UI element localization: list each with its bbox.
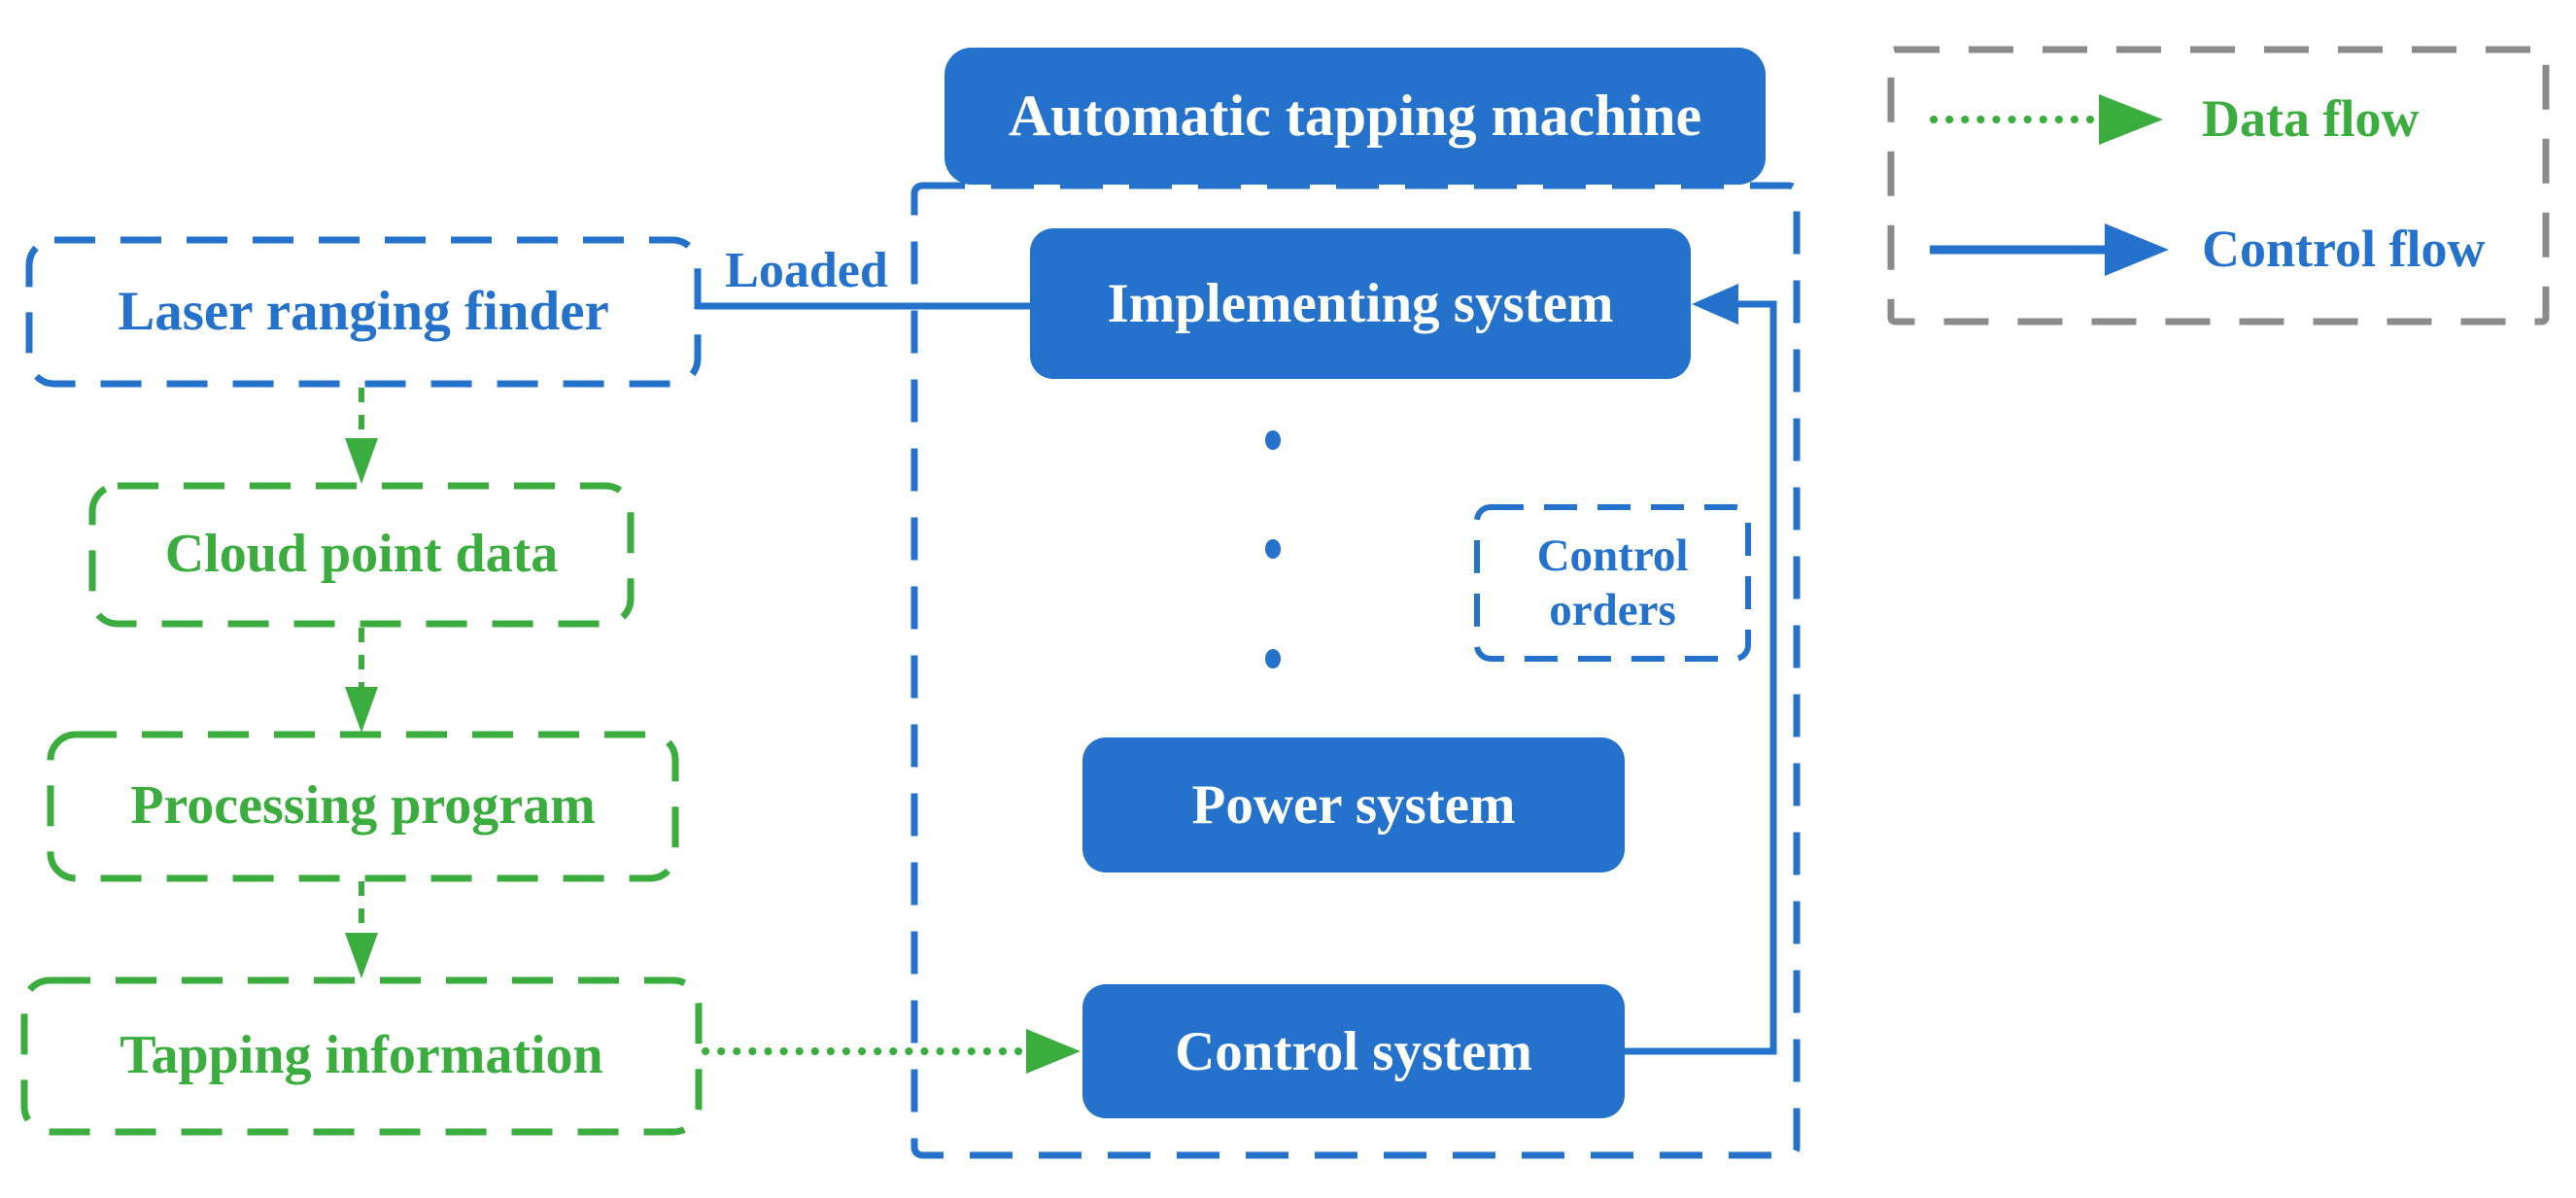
tapping-information-label: Tapping information <box>120 1025 603 1086</box>
control-orders-label: Control orders <box>1536 530 1689 635</box>
ellipsis-dot-2 <box>1265 539 1281 559</box>
cloud-box-border <box>88 482 635 628</box>
legend-control-flow-label: Control flow <box>2202 220 2486 279</box>
feedback-arrowhead-icon <box>1692 284 1738 325</box>
control-system-box: Control system <box>1082 984 1625 1118</box>
data-flow-arrowhead-2-icon <box>345 687 378 733</box>
data-flow-arrowhead-1-icon <box>345 438 378 484</box>
implementing-system-box: Implementing system <box>1030 228 1691 379</box>
legend-data-flow-arrowhead-icon <box>2099 94 2163 145</box>
control-orders-box-border <box>1474 504 1751 662</box>
data-flow-arrowhead-3-icon <box>345 933 378 978</box>
laser-ranging-finder-label: Laser ranging finder <box>118 280 609 342</box>
cloud-point-data-label: Cloud point data <box>164 524 559 585</box>
feedback-control-line <box>1625 300 1777 1055</box>
processing-program-label: Processing program <box>130 775 596 837</box>
legend-box-border <box>1887 46 2550 325</box>
legend-control-flow-arrowhead-icon <box>2105 223 2169 276</box>
machine-title: Automatic tapping machine <box>945 48 1766 185</box>
processing-box-border <box>47 731 679 882</box>
machine-container-border <box>910 182 1801 1159</box>
power-system-box: Power system <box>1082 737 1625 873</box>
loaded-edge-label: Loaded <box>725 243 888 299</box>
laser-box-border <box>25 236 702 388</box>
data-flow-arrowhead-4-icon <box>1026 1029 1081 1074</box>
legend-data-flow-label: Data flow <box>2202 89 2420 149</box>
ellipsis-dot-1 <box>1265 430 1281 450</box>
ellipsis-dot-3 <box>1265 649 1281 668</box>
